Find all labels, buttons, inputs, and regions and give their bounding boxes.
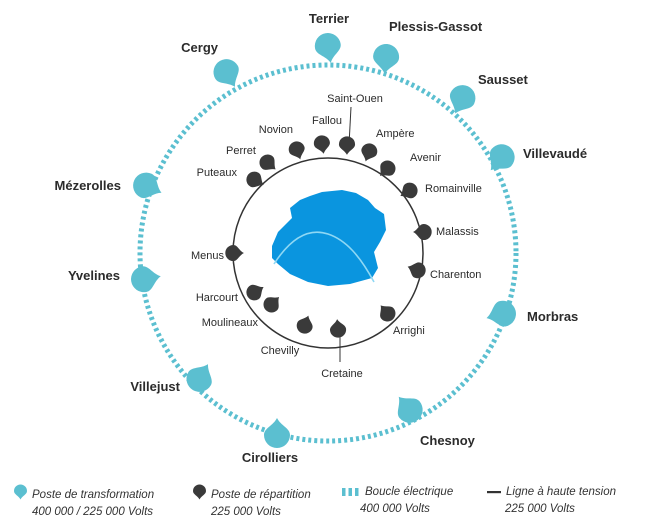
marker-arrighi bbox=[380, 305, 396, 322]
label-cirolliers: Cirolliers bbox=[242, 450, 298, 465]
marker-villejust bbox=[186, 364, 212, 392]
marker-plessis-gassot bbox=[373, 44, 400, 74]
marker-menus bbox=[225, 244, 244, 262]
label-saint-ouen: Saint-Ouen bbox=[327, 93, 383, 105]
marker-chevilly bbox=[296, 315, 313, 334]
label-sausset: Sausset bbox=[478, 72, 529, 87]
marker-yvelines bbox=[131, 266, 161, 293]
label-puteaux: Puteaux bbox=[197, 167, 238, 179]
legend-sub-transformation: 400 000 / 225 000 Volts bbox=[32, 506, 154, 518]
label-cretaine: Cretaine bbox=[321, 368, 363, 380]
label-ampere: Ampère bbox=[376, 128, 415, 140]
marker-sausset bbox=[449, 85, 476, 114]
label-arrighi: Arrighi bbox=[393, 325, 425, 337]
label-novion: Novion bbox=[259, 124, 293, 136]
label-terrier: Terrier bbox=[309, 11, 349, 26]
marker-terrier bbox=[314, 33, 341, 63]
marker-novion bbox=[288, 141, 305, 160]
teal-drop-icon bbox=[14, 484, 27, 500]
marker-puteaux bbox=[246, 171, 264, 188]
legend-label-transformation: Poste de transformation bbox=[32, 489, 155, 501]
label-harcourt: Harcourt bbox=[196, 292, 238, 304]
legend-sub-repartition: 225 000 Volts bbox=[211, 506, 281, 518]
seine-river bbox=[273, 231, 375, 283]
label-yvelines: Yvelines bbox=[68, 268, 120, 283]
marker-cirolliers bbox=[264, 418, 290, 448]
label-mezerolles: Mézerolles bbox=[55, 178, 121, 193]
legend-item-repartition: Poste de répartition 225 000 Volts bbox=[193, 484, 311, 521]
paris-shape bbox=[272, 190, 386, 286]
legend-label-line: Ligne à haute tension bbox=[506, 486, 616, 498]
legend-label-loop: Boucle électrique bbox=[365, 486, 454, 498]
marker-moulineaux bbox=[263, 296, 280, 313]
label-avenir: Avenir bbox=[410, 152, 441, 164]
marker-charenton bbox=[407, 262, 426, 279]
label-villevaude: Villevaudé bbox=[523, 146, 587, 161]
label-chesnoy: Chesnoy bbox=[420, 433, 476, 448]
marker-perret bbox=[259, 154, 276, 170]
label-perret: Perret bbox=[226, 145, 256, 157]
marker-chesnoy bbox=[397, 396, 423, 423]
marker-fallou bbox=[313, 135, 330, 154]
legend-sub-line: 225 000 Volts bbox=[505, 503, 575, 515]
marker-saint-ouen bbox=[338, 136, 356, 155]
label-chevilly: Chevilly bbox=[261, 345, 300, 357]
legend-item-loop: Boucle électrique 400 000 Volts bbox=[342, 484, 453, 518]
label-romainville: Romainville bbox=[425, 183, 482, 195]
line-icon bbox=[487, 491, 501, 494]
dashed-loop-icon bbox=[342, 488, 359, 496]
label-cergy: Cergy bbox=[181, 40, 219, 55]
marker-ampere bbox=[361, 143, 378, 162]
marker-malassis bbox=[413, 223, 432, 241]
marker-villevaude bbox=[489, 144, 515, 171]
legend-item-line: Ligne à haute tension 225 000 Volts bbox=[487, 484, 616, 518]
label-villejust: Villejust bbox=[130, 379, 180, 394]
marker-avenir bbox=[379, 160, 396, 177]
marker-morbras bbox=[486, 300, 516, 327]
label-charenton: Charenton bbox=[430, 269, 481, 281]
label-menus: Menus bbox=[191, 250, 225, 262]
legend-sub-loop: 400 000 Volts bbox=[360, 503, 430, 515]
outer-loop bbox=[137, 62, 519, 444]
marker-cretaine bbox=[330, 319, 347, 338]
label-malassis: Malassis bbox=[436, 226, 479, 238]
dark-drop-icon bbox=[193, 484, 206, 500]
marker-harcourt bbox=[246, 284, 264, 301]
label-moulineaux: Moulineaux bbox=[202, 317, 259, 329]
legend-label-repartition: Poste de répartition bbox=[211, 489, 311, 501]
marker-romainville bbox=[400, 182, 418, 199]
marker-cergy bbox=[213, 59, 239, 87]
label-plessis-gassot: Plessis-Gassot bbox=[389, 19, 483, 34]
label-fallou: Fallou bbox=[312, 115, 342, 127]
marker-mezerolles bbox=[133, 172, 162, 199]
legend-item-transformation: Poste de transformation 400 000 / 225 00… bbox=[14, 484, 154, 521]
label-morbras: Morbras bbox=[527, 309, 578, 324]
legend: Poste de transformation 400 000 / 225 00… bbox=[0, 484, 658, 519]
